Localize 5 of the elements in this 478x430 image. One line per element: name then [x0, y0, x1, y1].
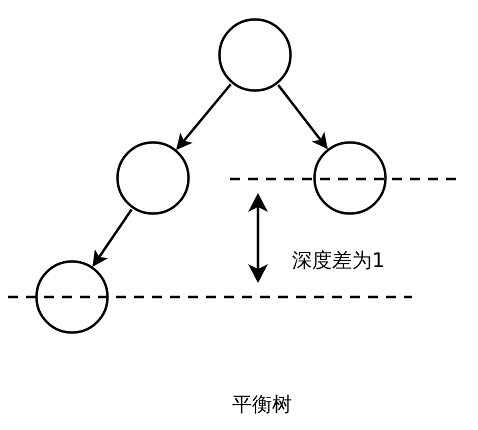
caption: 平衡树 — [232, 392, 292, 416]
arrow — [92, 208, 133, 267]
depth-difference-label: 深度差为1 — [292, 248, 385, 272]
arrow — [277, 84, 328, 150]
arrow — [176, 83, 232, 150]
